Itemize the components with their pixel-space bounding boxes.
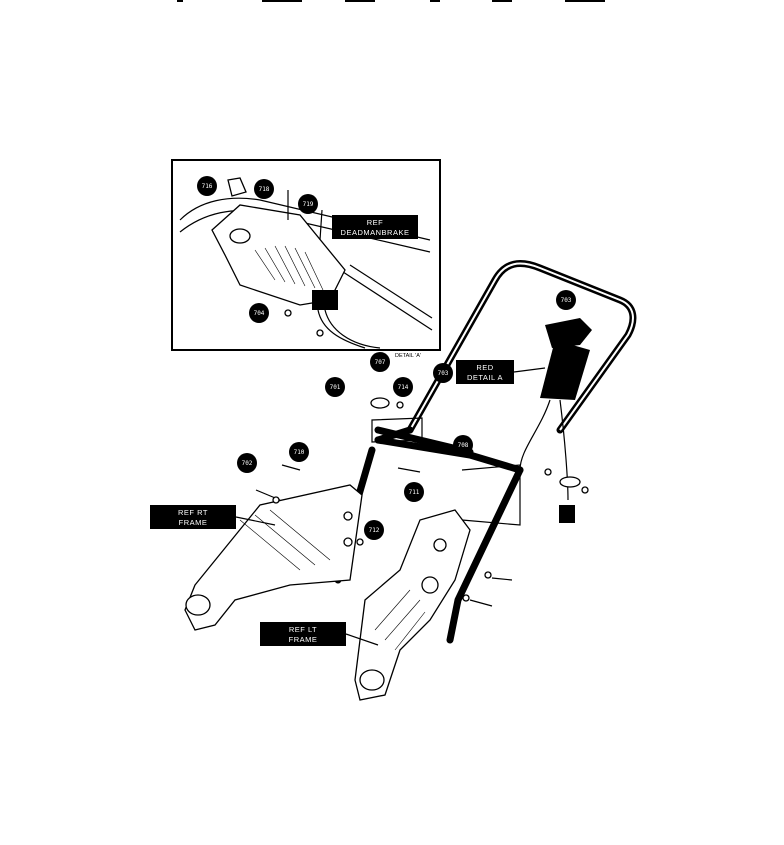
svg-text:708: 708 xyxy=(458,442,469,449)
svg-text:703: 703 xyxy=(561,297,572,304)
top-edge-marks xyxy=(177,0,605,2)
svg-text:707: 707 xyxy=(375,359,386,366)
svg-text:701: 701 xyxy=(330,384,341,391)
callout-714: 714 xyxy=(393,377,413,397)
callout-704: 704 xyxy=(249,303,269,323)
callout-702: 702 xyxy=(237,453,257,473)
switch-ref-line2: DETAIL A xyxy=(467,373,503,382)
hardware xyxy=(255,397,589,607)
switch-connector xyxy=(312,290,338,310)
detail-a-tag: DETAIL 'A' xyxy=(395,353,421,359)
callout-716: 716 xyxy=(197,176,217,196)
switch-ref-line1: RED xyxy=(476,363,493,372)
callout-711: 711 xyxy=(404,482,424,502)
callout-703b: 703 xyxy=(433,363,453,383)
svg-text:711: 711 xyxy=(409,489,420,496)
detail-inset: REF DEADMANBRAKE xyxy=(171,159,441,351)
svg-text:703: 703 xyxy=(438,370,449,377)
callout-708: 708 xyxy=(453,435,473,455)
callouts: 716 718 719 704 703 707 701 714 703 708 … xyxy=(0,0,576,540)
right-frame-line2: FRAME xyxy=(179,518,208,527)
inset-ref-label-line2: DEADMANBRAKE xyxy=(341,228,410,237)
svg-text:712: 712 xyxy=(369,527,380,534)
left-frame xyxy=(354,509,471,701)
bracket-hole xyxy=(229,228,251,244)
callout-719: 719 xyxy=(298,194,318,214)
callout-701: 701 xyxy=(325,377,345,397)
left-frame-line1: REF LT xyxy=(289,625,317,634)
svg-text:704: 704 xyxy=(254,310,265,317)
callout-718: 718 xyxy=(254,179,274,199)
svg-text:710: 710 xyxy=(294,449,305,456)
callout-709: 709 xyxy=(0,0,11,2)
svg-text:702: 702 xyxy=(242,460,253,467)
callout-703a: 703 xyxy=(556,290,576,310)
right-frame-line1: REF RT xyxy=(178,508,208,517)
svg-text:719: 719 xyxy=(303,201,314,208)
left-frame-line2: FRAME xyxy=(289,635,318,644)
svg-text:714: 714 xyxy=(398,384,409,391)
svg-text:716: 716 xyxy=(202,183,213,190)
control-box xyxy=(519,318,592,523)
callout-707: 707 xyxy=(370,352,390,372)
callout-712: 712 xyxy=(364,520,384,540)
inset-ref-label-line1: REF xyxy=(367,218,384,227)
callout-710: 710 xyxy=(289,442,309,462)
svg-text:718: 718 xyxy=(259,186,270,193)
